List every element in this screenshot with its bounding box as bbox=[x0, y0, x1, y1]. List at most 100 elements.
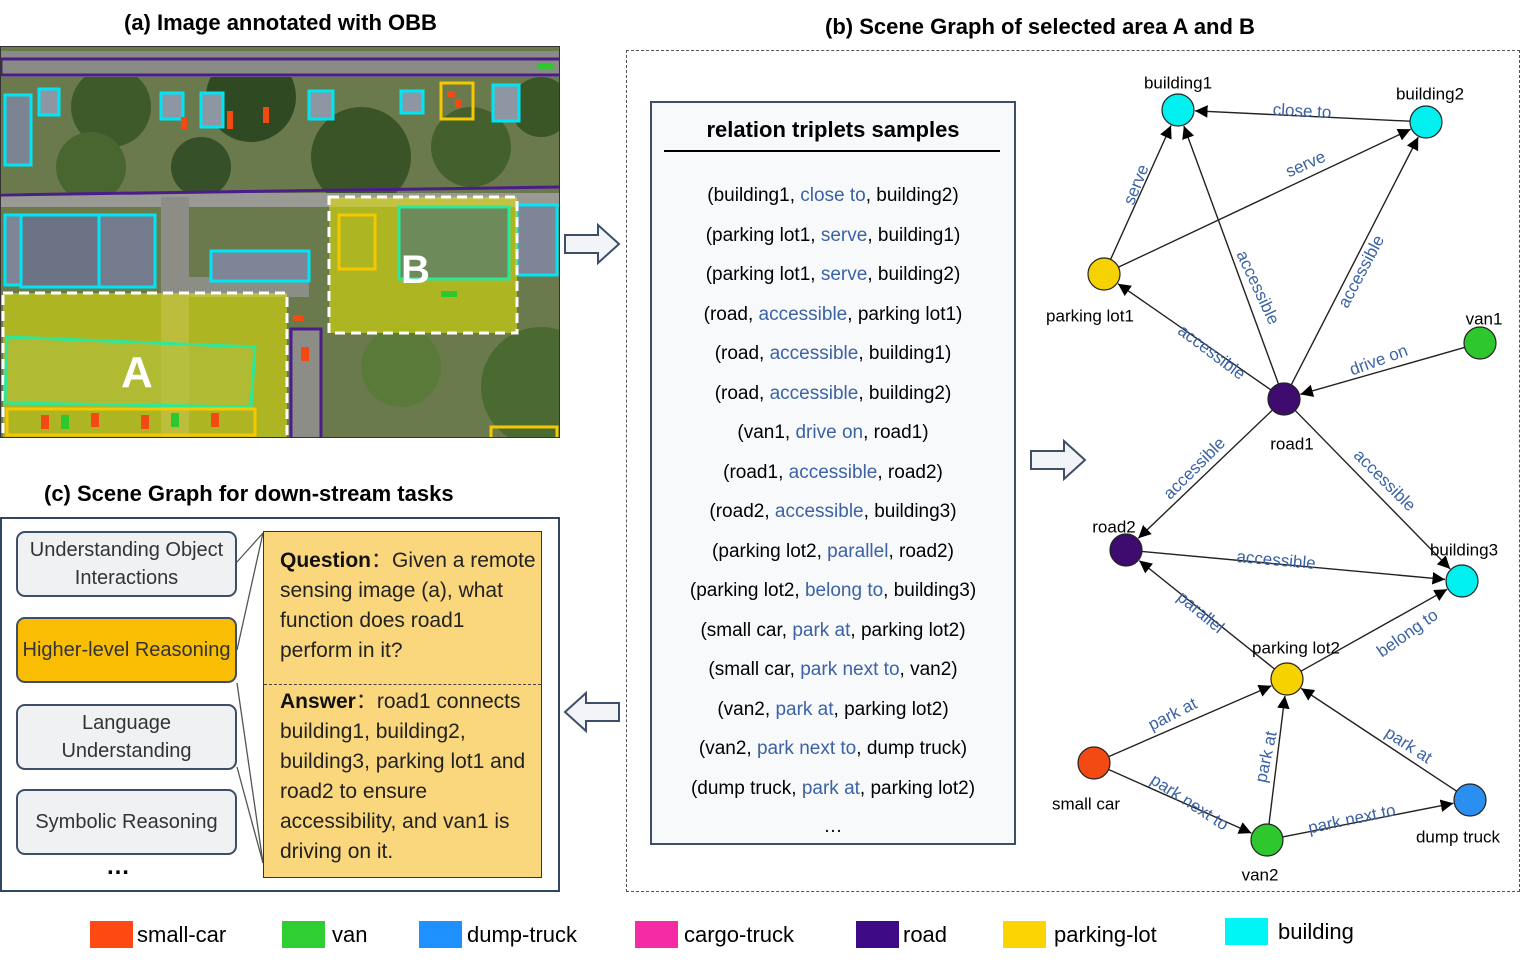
triplet-punctuation: , bbox=[759, 343, 770, 364]
triplet-punctuation: , bbox=[899, 659, 911, 680]
triplet-punctuation: ( bbox=[689, 580, 697, 601]
graph-node bbox=[1109, 533, 1143, 567]
panel-c-frame bbox=[0, 517, 560, 892]
task-higher-level-reasoning[interactable]: Higher-level Reasoning bbox=[16, 617, 237, 683]
triplet-punctuation: ) bbox=[950, 501, 957, 522]
triplet-punctuation: , bbox=[816, 540, 828, 562]
triplet-punctuation: , bbox=[863, 422, 874, 443]
graph-node-label: van2 bbox=[1242, 865, 1279, 884]
triplet-relation: drive on bbox=[795, 422, 864, 443]
triplet-punctuation: , bbox=[746, 738, 757, 759]
triplet-subject: van1 bbox=[743, 422, 785, 443]
graph-edge bbox=[1118, 128, 1411, 268]
triplet-subject: road bbox=[721, 382, 760, 404]
triplet-punctuation: , bbox=[759, 382, 770, 404]
triplet-subject: parking lot1 bbox=[712, 224, 811, 246]
legend-swatch-dump-truck bbox=[419, 921, 462, 948]
triplet-relation: accessible bbox=[769, 343, 859, 364]
triplet-subject: road bbox=[709, 303, 748, 325]
triplet-object: parking lot1 bbox=[857, 303, 957, 325]
panel-b-title: (b) Scene Graph of selected area A and B bbox=[825, 14, 1255, 39]
graph-edge bbox=[1117, 283, 1272, 391]
triplet-relation: park at bbox=[792, 619, 851, 641]
graph-edge bbox=[1108, 685, 1272, 758]
triplet-object: building2 bbox=[868, 382, 945, 404]
triplet-relation: parallel bbox=[827, 540, 889, 562]
graph-node bbox=[1453, 783, 1487, 817]
arrow-list-to-graph-icon bbox=[1030, 438, 1087, 482]
triplet-punctuation: ( bbox=[705, 264, 713, 285]
triplet-object: building3 bbox=[893, 580, 970, 601]
triplet-punctuation: ( bbox=[707, 185, 714, 206]
triplet-punctuation: ( bbox=[717, 698, 724, 720]
graph-node bbox=[1409, 105, 1443, 139]
triplet-object: road2 bbox=[887, 461, 937, 483]
graph-edge-label: accessible bbox=[1236, 547, 1317, 573]
graph-edge bbox=[1108, 768, 1252, 834]
graph-node bbox=[1463, 326, 1497, 360]
triplet-punctuation: ( bbox=[698, 738, 706, 759]
graph-node bbox=[1161, 93, 1195, 127]
triplet-punctuation: , bbox=[847, 303, 858, 325]
triplet-punctuation: ) bbox=[968, 777, 976, 799]
triplet-row: (building1, close to, building2) bbox=[652, 182, 1014, 222]
triplet-punctuation: ) bbox=[944, 382, 952, 404]
triplet-object: parking lot2 bbox=[860, 619, 960, 641]
answer-text: road1 connects building1, building2, bui… bbox=[280, 690, 526, 863]
graph-edge-label: park next to bbox=[1306, 800, 1397, 837]
triplet-punctuation: , bbox=[833, 698, 845, 720]
triplet-punctuation: , bbox=[858, 343, 869, 364]
triplet-punctuation: , bbox=[789, 659, 801, 680]
triplet-row: (van2, park next to, dump truck) bbox=[652, 735, 1014, 775]
legend-label-van: van bbox=[332, 922, 368, 947]
triplet-punctuation: ) bbox=[959, 619, 966, 641]
triplet-punctuation: ) bbox=[922, 422, 929, 443]
triplet-punctuation: , bbox=[867, 224, 878, 246]
triplet-subject: parking lot2 bbox=[696, 580, 795, 601]
triplet-relation: accessible bbox=[769, 382, 859, 404]
graph-node-label: road1 bbox=[1270, 434, 1313, 453]
triplet-object: dump truck bbox=[866, 738, 961, 759]
task-language-understanding[interactable]: Language Understanding bbox=[16, 704, 237, 770]
triplet-punctuation: , bbox=[856, 738, 867, 759]
graph-node-label: small car bbox=[1052, 794, 1120, 813]
graph-edge-label: accessible bbox=[1350, 446, 1420, 516]
triplet-punctuation: ( bbox=[709, 501, 716, 522]
graph-node-label: building1 bbox=[1144, 73, 1212, 92]
legend-label-small-car: small-car bbox=[137, 922, 227, 947]
triplet-punctuation: ( bbox=[690, 777, 698, 799]
triplet-subject: parking lot2 bbox=[718, 540, 817, 562]
graph-edge-label: park at bbox=[1251, 729, 1280, 784]
triplet-object: building1 bbox=[868, 343, 945, 364]
graph-node bbox=[1087, 257, 1121, 291]
panel-a-title: (a) Image annotated with OBB bbox=[124, 10, 437, 35]
answer-separator: ： bbox=[355, 690, 377, 713]
triplet-punctuation: , bbox=[810, 224, 821, 246]
triplet-punctuation: ) bbox=[953, 224, 961, 246]
legend-swatch-building bbox=[1225, 918, 1268, 945]
triplet-object: building3 bbox=[874, 501, 951, 522]
graph-edge bbox=[1268, 695, 1290, 825]
graph-node-label: dump truck bbox=[1416, 827, 1501, 846]
triplet-subject: road2 bbox=[715, 501, 765, 522]
task-understanding-object-interactions[interactable]: Understanding Object Interactions bbox=[16, 531, 237, 597]
graph-edge bbox=[1300, 588, 1448, 672]
graph-edge bbox=[1137, 409, 1273, 539]
triplet-punctuation: , bbox=[789, 185, 801, 206]
triplet-relation: park at bbox=[801, 777, 860, 799]
triplet-punctuation: ) bbox=[969, 580, 977, 601]
legend-swatch-parking-lot bbox=[1003, 921, 1046, 948]
triplet-punctuation: , bbox=[810, 264, 821, 285]
graph-node-label: building3 bbox=[1430, 540, 1498, 559]
triplet-row: (dump truck, park at, parking lot2) bbox=[652, 775, 1014, 815]
qa-divider bbox=[264, 684, 541, 685]
task-symbolic-reasoning[interactable]: Symbolic Reasoning bbox=[16, 789, 237, 855]
arrow-b-to-c-icon bbox=[563, 690, 620, 734]
question-text: Given a remote sensing image (a), what f… bbox=[280, 549, 536, 662]
triplet-subject: small car bbox=[706, 619, 782, 641]
graph-node-label: parking lot2 bbox=[1252, 638, 1340, 657]
legend-label-dump-truck: dump-truck bbox=[467, 922, 578, 947]
graph-edge-label: belong to bbox=[1373, 605, 1441, 661]
legend-swatch-road bbox=[856, 921, 899, 948]
triplet-subject: van2 bbox=[723, 698, 765, 720]
